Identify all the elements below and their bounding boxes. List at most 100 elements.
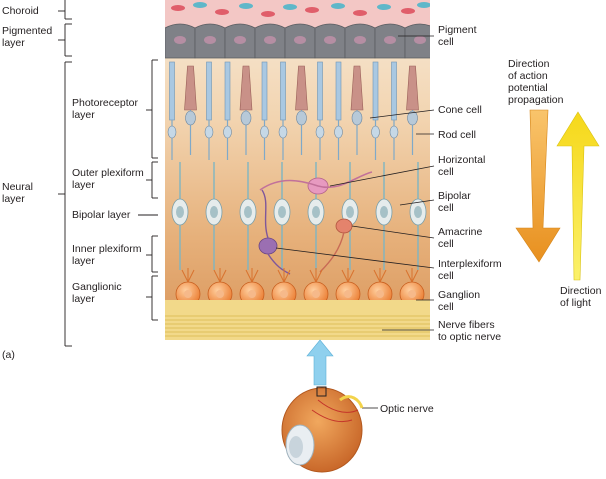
ganglion-cell-label-line1: Ganglion bbox=[438, 289, 481, 301]
right-leaders bbox=[275, 35, 435, 409]
bipolar-cells bbox=[171, 162, 427, 270]
photoreceptor-layer-label-line1: Photoreceptor bbox=[72, 97, 138, 109]
ganglion-nucleus bbox=[248, 290, 256, 298]
ganglion-dendrite bbox=[309, 268, 323, 283]
left-brackets bbox=[58, 0, 158, 347]
cone-nucleus bbox=[185, 110, 196, 126]
pigment-cell-label-line1: Pigment bbox=[438, 24, 477, 36]
choroid-vessel bbox=[353, 10, 367, 16]
neural-layer-label-line2: layer bbox=[2, 193, 25, 205]
rod-nucleus bbox=[315, 125, 325, 139]
rod-outer-segment bbox=[280, 61, 286, 121]
neural-layer-label-line1: Neural bbox=[2, 181, 33, 193]
nerve-fibers-label-line1: Nerve fibers bbox=[438, 319, 495, 331]
horizontal-cell-label-line2: cell bbox=[438, 166, 454, 178]
optic-nerve-label: Optic nerve bbox=[380, 403, 434, 415]
ganglion-cell-label-line2: cell bbox=[438, 301, 454, 313]
rod-outer-segment bbox=[224, 61, 231, 121]
pigmented-layer-label-line2: layer bbox=[2, 37, 25, 49]
bipolar-nucleus bbox=[414, 206, 422, 218]
action-potential-arrow bbox=[515, 109, 561, 263]
rod-nucleus bbox=[223, 125, 232, 139]
action-potential-label-line2: of action bbox=[508, 70, 548, 82]
bipolar-layer-label: Bipolar layer bbox=[72, 209, 131, 221]
amacrine-cell-label-line1: Amacrine bbox=[438, 226, 483, 238]
rod-outer-segment bbox=[206, 61, 212, 121]
rod-outer-segment bbox=[261, 61, 268, 121]
interplexiform-cell bbox=[258, 237, 278, 255]
ganglion-nucleus bbox=[376, 290, 384, 298]
rod-nucleus bbox=[278, 125, 288, 139]
rod-outer-segment bbox=[372, 61, 379, 121]
choroid-vessel bbox=[261, 11, 275, 17]
ganglion-dendrite bbox=[277, 268, 291, 283]
ganglion-nucleus bbox=[216, 290, 224, 298]
cone-outer-segment bbox=[350, 65, 364, 111]
bipolar-nucleus bbox=[380, 206, 388, 218]
nerve-fibers-label-line2: to optic nerve bbox=[438, 331, 502, 343]
light-direction-arrow bbox=[556, 111, 600, 281]
cone-nucleus bbox=[351, 110, 363, 126]
choroid-vessel bbox=[193, 2, 207, 8]
rod-outer-segment bbox=[335, 61, 342, 121]
ganglion-nucleus bbox=[312, 290, 320, 298]
bipolar-nucleus bbox=[176, 206, 184, 218]
ganglion-dendrite bbox=[405, 268, 419, 283]
ganglion-dendrite bbox=[373, 268, 387, 283]
action-potential-label-line1: Direction bbox=[508, 58, 550, 70]
inner-plexiform-layer-label-line1: Inner plexiform bbox=[72, 243, 142, 255]
choroid-vessels bbox=[171, 2, 430, 17]
cone-nucleus bbox=[296, 110, 307, 126]
pigment-cell-label-line2: cell bbox=[438, 36, 454, 48]
bipolar-nucleus bbox=[312, 206, 320, 218]
cone-cell-label: Cone cell bbox=[438, 104, 482, 116]
pigmented-layer-label-line1: Pigmented bbox=[2, 25, 53, 37]
light-label-line1: Direction bbox=[560, 285, 602, 297]
pigment-cell-nucleus bbox=[324, 36, 336, 44]
eyeball bbox=[281, 386, 364, 473]
action-potential-label-line4: propagation bbox=[508, 94, 564, 106]
choroid-vessel bbox=[331, 3, 345, 9]
outer-plexiform-layer-label-line2: layer bbox=[72, 179, 95, 191]
bipolar-nucleus bbox=[278, 206, 286, 218]
cone-nucleus bbox=[407, 110, 418, 126]
choroid-vessel bbox=[377, 4, 391, 10]
pigment-cell-nucleus bbox=[414, 36, 426, 44]
amacrine-cell bbox=[335, 218, 353, 234]
choroid-vessel bbox=[305, 7, 319, 13]
rod-outer-segment bbox=[169, 61, 175, 121]
cone-nucleus bbox=[240, 110, 252, 126]
choroid-vessel bbox=[171, 5, 185, 11]
pigment-cells bbox=[165, 23, 430, 59]
pigment-cell-nucleus bbox=[294, 36, 306, 44]
rod-nucleus bbox=[260, 125, 269, 139]
pigment-cell-nucleus bbox=[354, 36, 366, 44]
interneuron-cells bbox=[258, 171, 373, 275]
ganglion-dendrite bbox=[181, 268, 195, 283]
amacrine-cell-label-line2: cell bbox=[438, 238, 454, 250]
cone-outer-segment bbox=[295, 65, 308, 111]
horizontal-cell-process bbox=[259, 171, 373, 191]
rod-nucleus bbox=[334, 125, 343, 139]
photoreceptor-cells bbox=[167, 61, 419, 160]
choroid-label: Choroid bbox=[2, 5, 39, 17]
light-ray-arrow bbox=[306, 339, 334, 386]
action-potential-label-line3: potential bbox=[508, 82, 548, 94]
rod-nucleus bbox=[167, 125, 177, 139]
choroid-vessel bbox=[239, 3, 253, 9]
pigment-cell-nucleus bbox=[234, 36, 246, 44]
ganglion-nucleus bbox=[184, 290, 192, 298]
choroid-vessel bbox=[283, 4, 297, 10]
cone-outer-segment bbox=[239, 65, 253, 111]
interplexiform-cell-label-line2: cell bbox=[438, 270, 454, 282]
choroid-vessel bbox=[215, 9, 229, 15]
bipolar-nucleus bbox=[244, 206, 252, 218]
choroid-vessel bbox=[417, 2, 430, 8]
ganglionic-layer-label-line2: layer bbox=[72, 293, 95, 305]
rod-outer-segment bbox=[391, 61, 397, 121]
ganglion-nucleus bbox=[408, 290, 416, 298]
panel-label: (a) bbox=[2, 349, 15, 361]
ganglionic-layer-label-line1: Ganglionic bbox=[72, 281, 122, 293]
rod-nucleus bbox=[389, 125, 399, 139]
cone-outer-segment bbox=[406, 65, 419, 111]
